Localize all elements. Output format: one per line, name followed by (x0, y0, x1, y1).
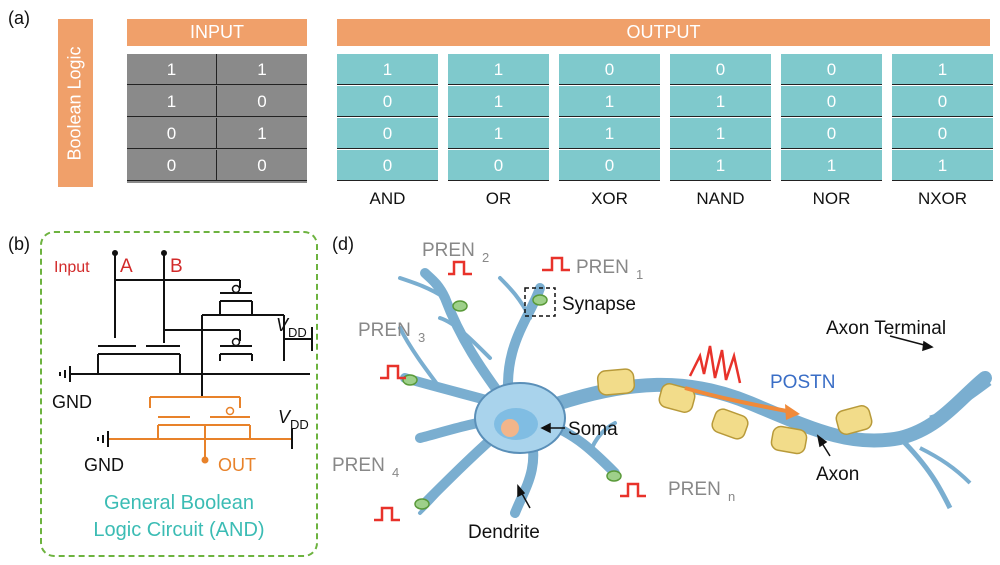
output-cell: 0 (337, 118, 438, 149)
postn-spike (688, 345, 742, 384)
gate-label: XOR (591, 189, 628, 208)
input-cell: 1 (127, 54, 217, 85)
output-cell: 1 (448, 118, 549, 149)
spike-pulses (374, 256, 646, 522)
gate-label: AND (369, 189, 406, 208)
input-label: Input (54, 259, 90, 276)
circuit-caption-line1: General Boolean (104, 492, 254, 514)
postn-label: POSTN (770, 372, 835, 393)
output-cell: 1 (670, 86, 771, 117)
prenn-label: PREN (668, 479, 721, 500)
gnd-label-bottom: GND (84, 455, 124, 475)
pren2-sub: 2 (482, 250, 489, 265)
gate-labels: AND OR XOR NAND NOR NXOR (337, 189, 990, 215)
pren1-sub: 1 (636, 267, 643, 282)
output-cell: 1 (892, 54, 993, 85)
dendrite-label: Dendrite (468, 522, 540, 543)
boolean-logic-label: Boolean Logic (58, 19, 93, 187)
pren2-label: PREN (422, 240, 475, 261)
neuron-diagram: PREN 1 PREN 2 PREN 3 PREN 4 PREN n Synap… (332, 240, 992, 543)
output-header: OUTPUT (337, 19, 990, 46)
gate-label: NOR (812, 189, 851, 208)
pren3-label: PREN (358, 320, 411, 341)
circuit-panel-border (40, 231, 318, 557)
gnd-label-top: GND (52, 392, 92, 412)
gate-label: NXOR (917, 189, 968, 208)
postn-arrow (684, 386, 793, 414)
output-cell: 1 (670, 150, 771, 181)
vdd-label-bottom: V (278, 407, 292, 427)
output-cell: 0 (781, 54, 882, 85)
input-cell: 1 (217, 54, 307, 85)
vdd-sub-top: DD (288, 325, 307, 340)
output-cell: 0 (781, 86, 882, 117)
input-header: INPUT (127, 19, 307, 46)
axon-terminal-label: Axon Terminal (826, 318, 946, 339)
panel-label-d: (d) (332, 234, 354, 254)
gate-label: OR (485, 189, 512, 208)
output-cell: 0 (559, 150, 660, 181)
synapse-box (524, 287, 556, 317)
panel-label-b: (b) (8, 234, 30, 254)
output-cell: 0 (892, 86, 993, 117)
out-label: OUT (218, 455, 256, 475)
output-cell: 1 (781, 150, 882, 181)
output-cell: 0 (337, 86, 438, 117)
circuit-diagram: Input A B V DD GND V DD GND OUT General … (52, 250, 313, 541)
output-cell: 0 (670, 54, 771, 85)
panel-label-a: (a) (8, 8, 30, 28)
input-cell: 1 (127, 86, 217, 117)
myelin-sheaths (596, 368, 873, 455)
synapse-label: Synapse (562, 294, 636, 315)
vdd-sub-bottom: DD (290, 417, 309, 432)
vdd-label-top: V (276, 315, 290, 335)
output-cell: 1 (337, 54, 438, 85)
output-cell: 0 (337, 150, 438, 181)
input-cell: 0 (217, 86, 307, 117)
boolean-logic-text: Boolean Logic (65, 45, 85, 161)
gate-label: NAND (696, 189, 745, 208)
pren4-sub: 4 (392, 465, 399, 480)
synapse-terminals (402, 294, 622, 510)
output-cell: 0 (559, 54, 660, 85)
nucleus (501, 419, 519, 437)
axon (538, 371, 992, 448)
input-b-label: B (170, 256, 183, 277)
output-cell: 1 (559, 118, 660, 149)
output-cell: 1 (559, 86, 660, 117)
pren1-label: PREN (576, 257, 629, 278)
prenn-sub: n (728, 489, 735, 504)
output-cell: 1 (448, 86, 549, 117)
input-cell: 0 (127, 150, 217, 181)
output-cell: 0 (892, 118, 993, 149)
output-cell: 1 (892, 150, 993, 181)
input-cell: 0 (127, 118, 217, 149)
input-a-label: A (120, 256, 133, 277)
soma-label: Soma (568, 419, 618, 440)
axon-label: Axon (816, 464, 859, 485)
input-cell: 0 (217, 150, 307, 181)
output-cell: 0 (781, 118, 882, 149)
pren4-label: PREN (332, 455, 385, 476)
output-cell: 1 (670, 118, 771, 149)
input-cell: 1 (217, 118, 307, 149)
pren3-sub: 3 (418, 330, 425, 345)
output-cell: 0 (448, 150, 549, 181)
output-cell: 1 (448, 54, 549, 85)
circuit-caption-line2: Logic Circuit (AND) (93, 519, 264, 541)
